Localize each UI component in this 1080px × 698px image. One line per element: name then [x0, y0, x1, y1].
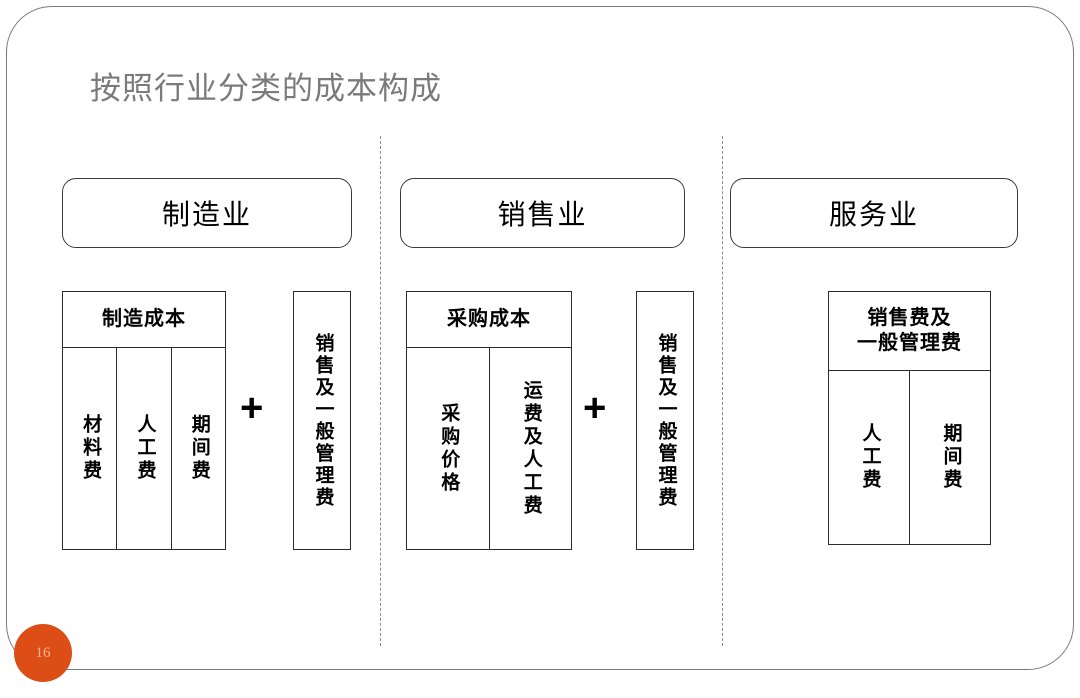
plus-operator-1: +	[240, 386, 264, 430]
industry-pill-service[interactable]: 服务业	[730, 178, 1018, 248]
table-columns: 采购价格 运费及人工费	[407, 348, 571, 549]
slide-border-frame	[6, 6, 1074, 670]
sga-label: 销售及一般管理费	[312, 332, 334, 509]
table-cell: 人工费	[829, 371, 910, 544]
cost-table-retail: 采购成本 采购价格 运费及人工费	[406, 291, 572, 550]
cell-label: 采购价格	[438, 402, 460, 495]
plus-operator-2: +	[583, 386, 607, 430]
table-cell: 期间费	[172, 348, 225, 549]
cell-label: 人工费	[859, 423, 881, 492]
industry-pill-retail[interactable]: 销售业	[400, 178, 685, 248]
sga-box-retail: 销售及一般管理费	[636, 291, 694, 550]
cell-label: 运费及人工费	[520, 379, 542, 518]
cell-label: 材料费	[80, 414, 102, 483]
sga-label: 销售及一般管理费	[655, 332, 677, 509]
column-divider-1	[380, 136, 381, 646]
table-cell: 采购价格	[407, 348, 490, 549]
industry-pill-manufacturing[interactable]: 制造业	[62, 178, 352, 248]
sga-box-manufacturing: 销售及一般管理费	[293, 291, 351, 550]
table-cell: 运费及人工费	[490, 348, 572, 549]
table-columns: 材料费 人工费 期间费	[63, 348, 225, 549]
table-header-purchase-cost: 采购成本	[407, 292, 571, 348]
table-cell: 人工费	[117, 348, 172, 549]
page-number-badge: 16	[14, 624, 72, 682]
cell-label: 期间费	[188, 414, 210, 483]
page-title: 按照行业分类的成本构成	[90, 71, 442, 106]
cell-label: 期间费	[940, 423, 962, 492]
column-divider-2	[722, 136, 723, 646]
table-cell: 材料费	[63, 348, 118, 549]
table-header-sga: 销售费及 一般管理费	[829, 292, 990, 371]
cost-table-manufacturing: 制造成本 材料费 人工费 期间费	[62, 291, 226, 550]
cost-table-service: 销售费及 一般管理费 人工费 期间费	[828, 291, 991, 545]
table-header-line-2: 一般管理费	[857, 332, 962, 354]
table-header-line-1: 销售费及	[867, 307, 952, 329]
table-header-manufacturing-cost: 制造成本	[63, 292, 225, 348]
table-columns: 人工费 期间费	[829, 371, 990, 544]
table-cell: 期间费	[910, 371, 990, 544]
cell-label: 人工费	[134, 414, 156, 483]
